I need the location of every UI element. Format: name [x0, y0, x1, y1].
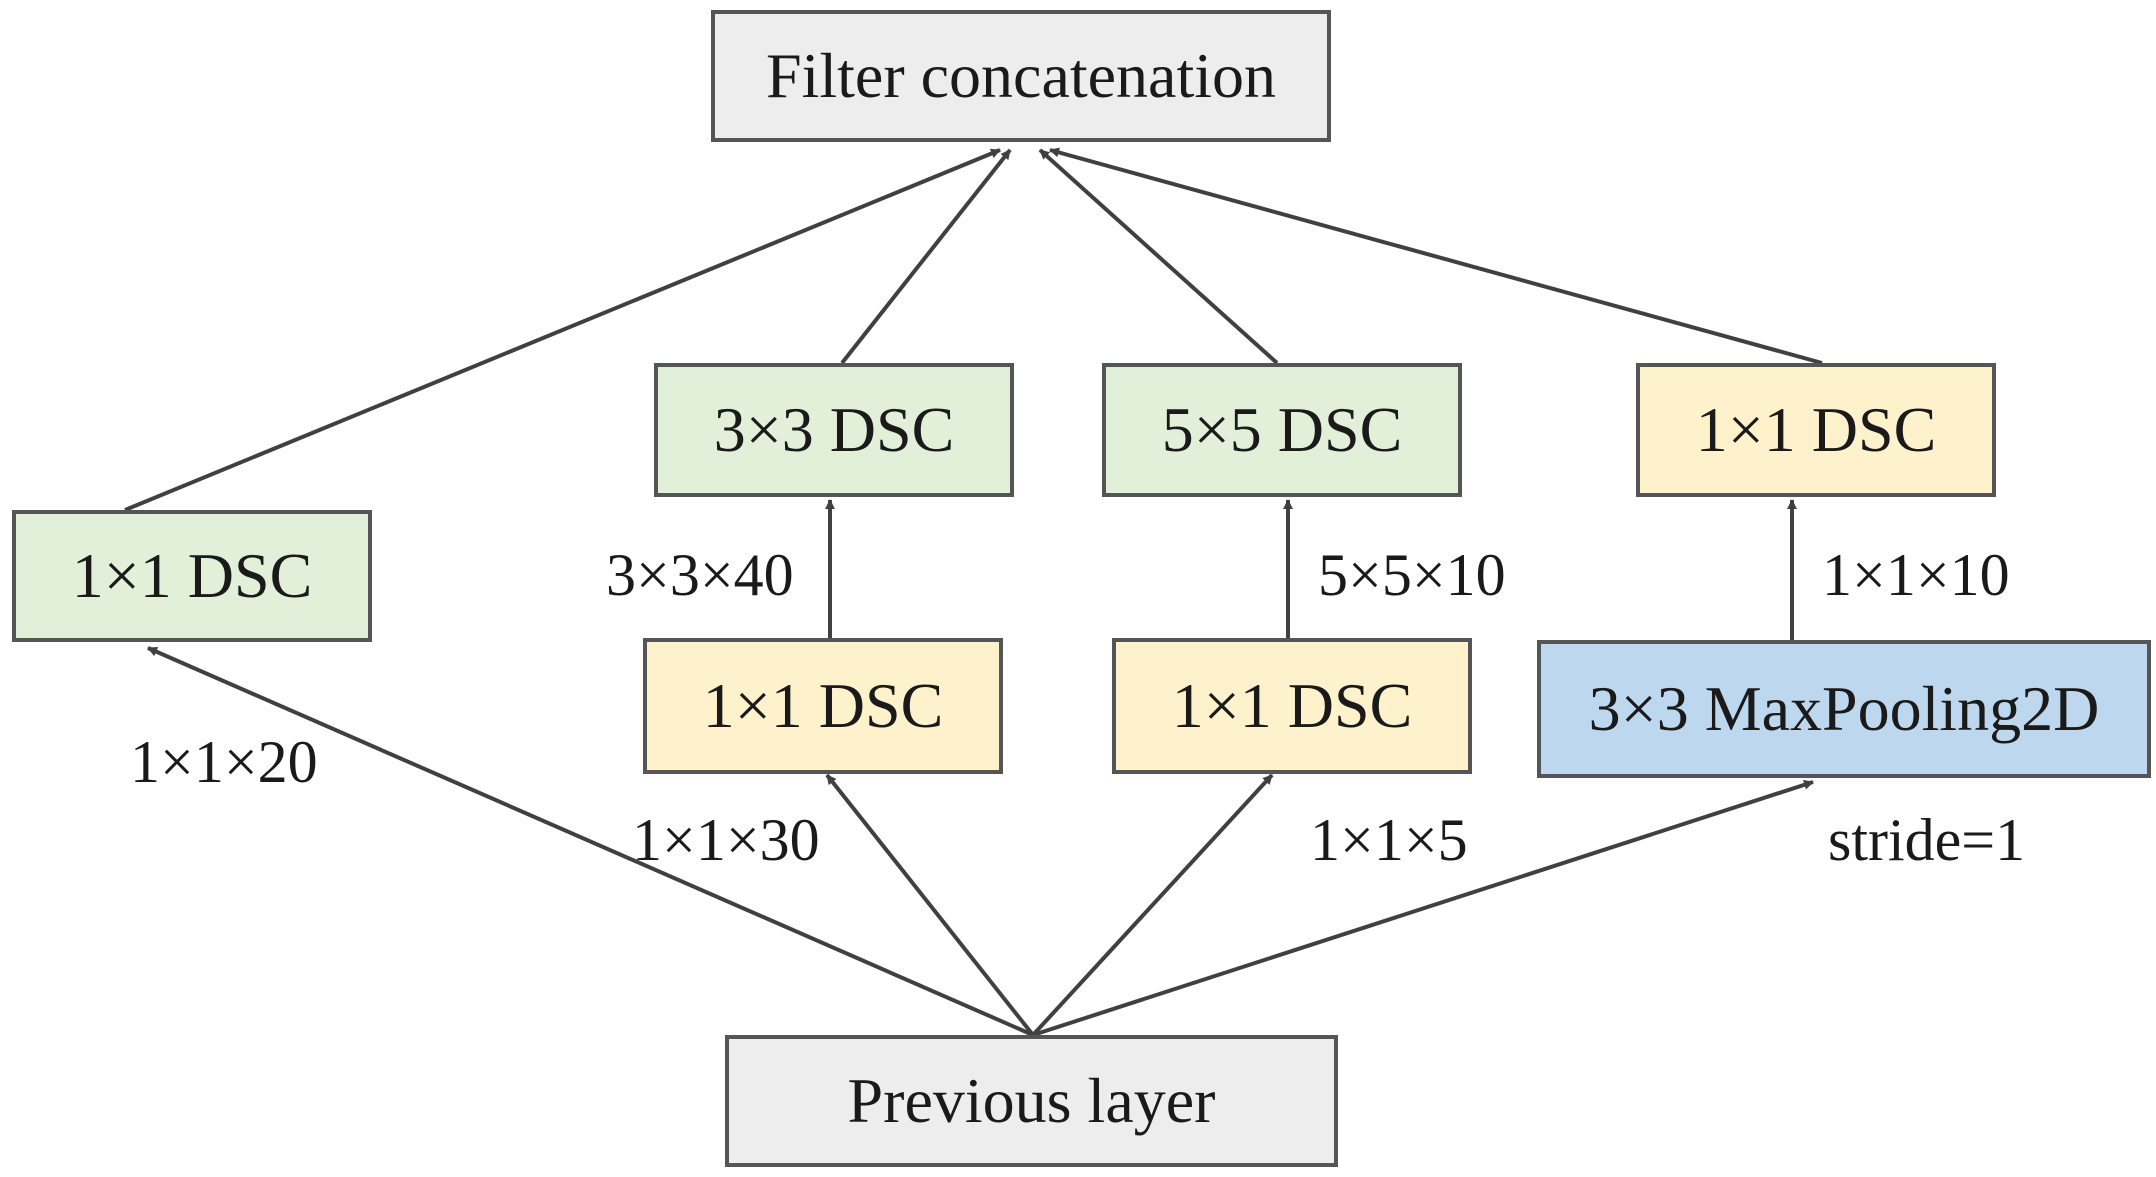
- branch4-dsc-node: 1×1 DSC: [1636, 363, 1996, 497]
- branch4-maxpool-label: 3×3 MaxPooling2D: [1588, 673, 2100, 744]
- branch1-dsc-label: 1×1 DSC: [71, 540, 313, 611]
- edge-label-branch4-mid: 1×1×10: [1822, 542, 2010, 608]
- edge-label-branch4-in: stride=1: [1828, 807, 2026, 873]
- edge-prev-to-branch3-reduce: [1031, 773, 1274, 1037]
- edge-label-branch2-mid: 3×3×40: [606, 542, 794, 608]
- branch2-reduce-node: 1×1 DSC: [643, 638, 1003, 774]
- edge-label-branch3-in: 1×1×5: [1310, 807, 1468, 873]
- branch3-reduce-label: 1×1 DSC: [1171, 670, 1413, 741]
- branch3-conv-node: 5×5 DSC: [1102, 363, 1462, 497]
- filter-concatenation-label: Filter concatenation: [765, 40, 1277, 111]
- edge-branch3-to-concat: [1038, 148, 1279, 365]
- branch2-conv-node: 3×3 DSC: [654, 363, 1014, 497]
- edge-branch1-to-concat: [124, 148, 1001, 512]
- edge-branch4-to-concat: [1049, 147, 1823, 365]
- branch2-conv-label: 3×3 DSC: [713, 394, 955, 465]
- branch1-dsc-node: 1×1 DSC: [12, 510, 372, 642]
- edge-label-branch3-mid: 5×5×10: [1318, 542, 1506, 608]
- previous-layer-node: Previous layer: [725, 1035, 1338, 1167]
- branch3-conv-label: 5×5 DSC: [1161, 394, 1403, 465]
- edge-label-branch1-in: 1×1×20: [130, 729, 318, 795]
- edge-label-branch2-in: 1×1×30: [632, 807, 820, 873]
- branch3-reduce-node: 1×1 DSC: [1112, 638, 1472, 774]
- branch2-reduce-label: 1×1 DSC: [702, 670, 944, 741]
- edge-prev-to-branch4-pool: [1032, 780, 1814, 1037]
- branch4-maxpool-node: 3×3 MaxPooling2D: [1537, 640, 2151, 778]
- filter-concatenation-node: Filter concatenation: [711, 10, 1331, 142]
- previous-layer-label: Previous layer: [847, 1065, 1216, 1136]
- edge-prev-to-branch2-reduce: [825, 773, 1035, 1037]
- edge-prev-to-branch1: [147, 646, 1034, 1037]
- branch4-dsc-label: 1×1 DSC: [1695, 394, 1937, 465]
- edge-branch2-to-concat: [840, 148, 1012, 365]
